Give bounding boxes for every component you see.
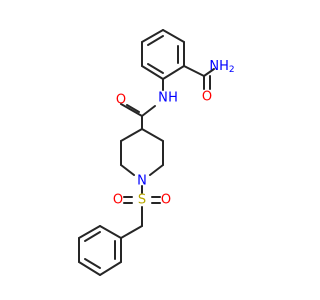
bond: [120, 225, 143, 239]
sulfur-label: S: [138, 193, 146, 208]
bond: [78, 225, 101, 239]
aromatic-inner-bond: [147, 63, 164, 74]
carbonyl-double-bond: [126, 104, 140, 113]
carbonyl-oxygen-label: O: [116, 93, 126, 108]
primary-amide-group: [183, 65, 215, 90]
sulfonyl-group: [123, 196, 161, 204]
amide-nitrogen-label: N: [158, 91, 168, 106]
bond: [141, 29, 164, 43]
piperidine-nitrogen-label: N: [137, 174, 147, 189]
amide-nh2-label: NH2: [209, 59, 234, 76]
bond: [99, 225, 122, 239]
aromatic-inner-bond: [84, 231, 101, 242]
sulfonyl-oxygen-left-label: O: [113, 193, 123, 208]
carboxamide-group: [120, 103, 156, 130]
bond: [141, 65, 164, 80]
bond: [183, 65, 205, 77]
bond: [149, 164, 164, 176]
bond: [99, 261, 122, 276]
bond: [162, 65, 185, 80]
bond: [78, 261, 101, 276]
bond: [141, 128, 164, 142]
molecule-structure: NH2 O N H O N S O O: [78, 29, 235, 276]
bond: [162, 29, 185, 43]
bond: [141, 105, 156, 117]
sulfonyl-oxygen-right-label: O: [161, 193, 171, 208]
bond: [203, 68, 215, 77]
benzyl-ring: [78, 225, 122, 276]
anthranilamide-ring: [141, 29, 185, 80]
amide-oxygen-label: O: [202, 90, 212, 105]
aromatic-inner-bond: [147, 35, 164, 46]
amide-nitrogen-h-label: H: [168, 91, 178, 106]
aromatic-inner-bond: [84, 258, 101, 269]
bond: [120, 103, 143, 117]
piperidine-ring: [120, 128, 164, 176]
bond: [120, 128, 143, 142]
bond: [120, 164, 135, 176]
